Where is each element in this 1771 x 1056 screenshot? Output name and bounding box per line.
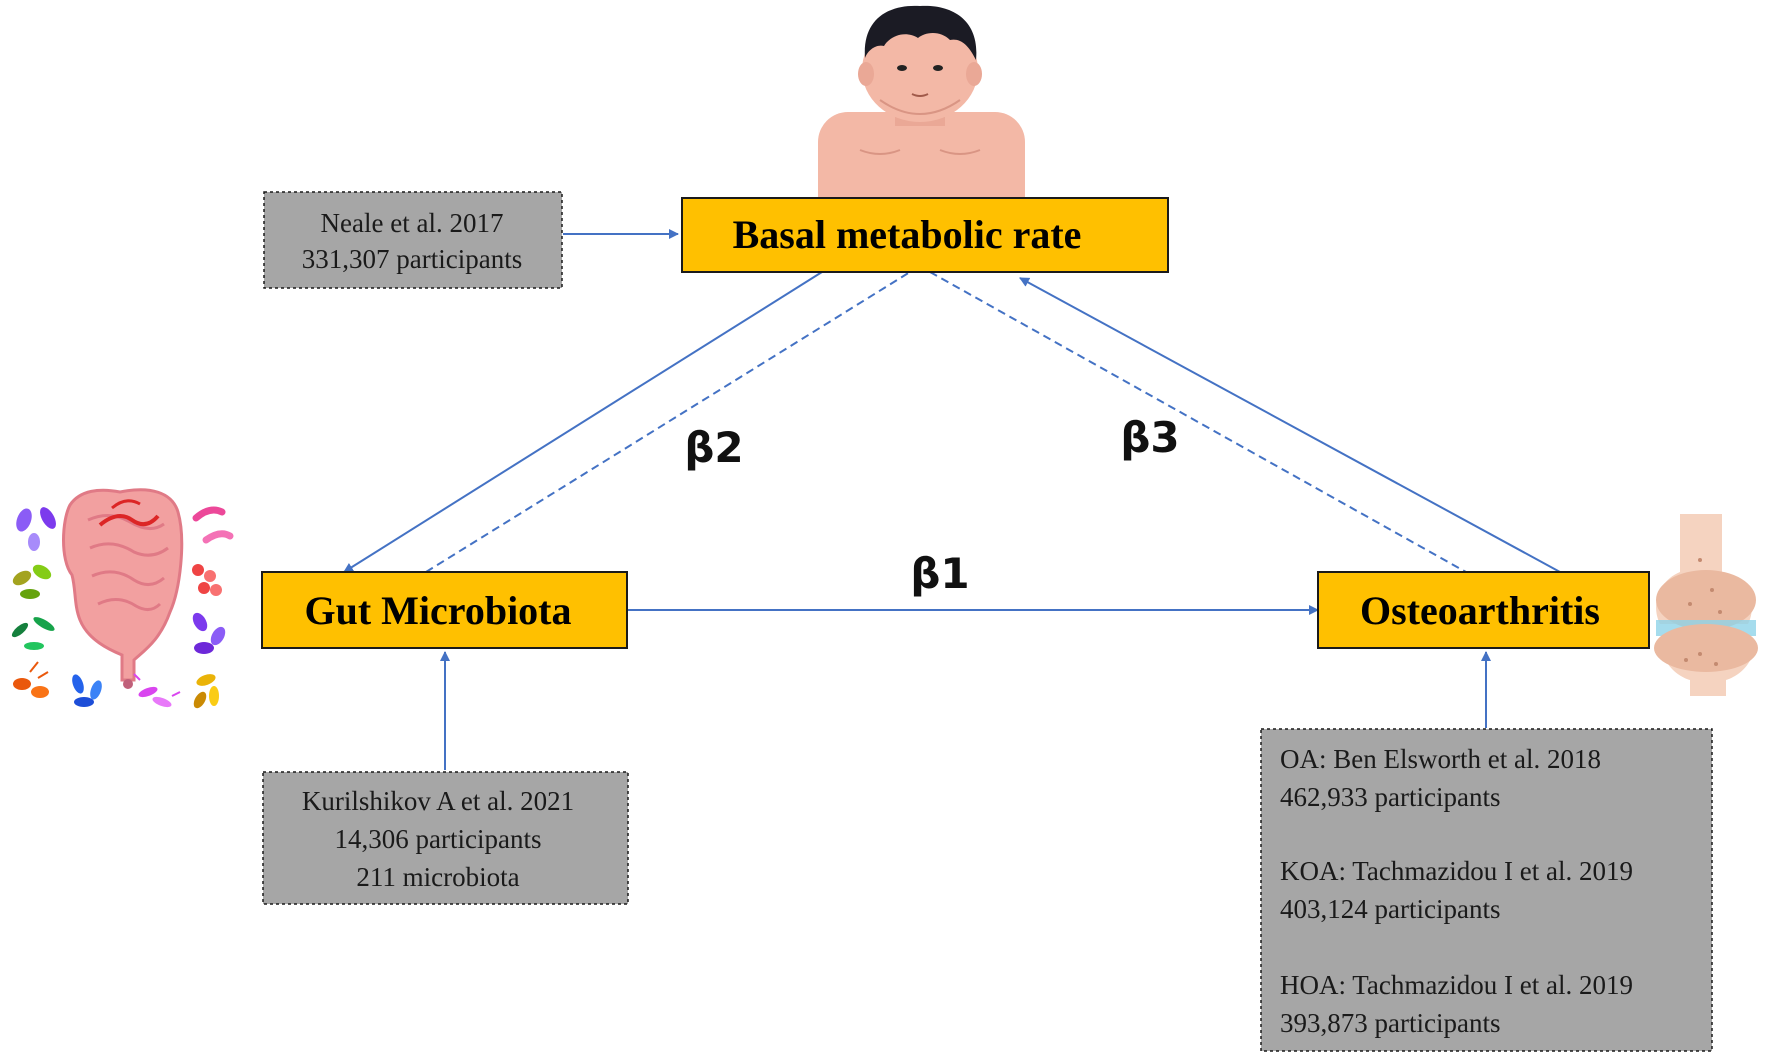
source-oa-line-5: HOA: Tachmazidou I et al. 2019 [1280,970,1633,1000]
obese-person-icon [818,5,1025,200]
source-box-bmr: Neale et al. 2017 331,307 participants [263,191,563,289]
source-box-gut: Kurilshikov A et al. 2021 14,306 partici… [262,771,629,905]
node-gut-microbiota: Gut Microbiota [261,571,628,649]
beta-2-label: β2 [684,423,743,472]
source-gut-line-1: Kurilshikov A et al. 2021 [302,786,574,816]
source-oa-line-6: 393,873 participants [1280,1008,1500,1038]
knee-joint-icon [1654,514,1758,696]
arrow-oa-to-bmr [1019,277,1561,573]
dashed-bmr-to-oa [929,271,1467,573]
source-bmr-line-2: 331,307 participants [302,244,522,274]
source-gut-line-3: 211 microbiota [356,862,519,892]
source-oa-line-3: KOA: Tachmazidou I et al. 2019 [1280,856,1633,886]
source-oa-line-2: 462,933 participants [1280,782,1500,812]
source-box-oa: OA: Ben Elsworth et al. 2018 462,933 par… [1260,728,1713,1052]
source-bmr-line-1: Neale et al. 2017 [321,208,504,238]
source-oa-line-1: OA: Ben Elsworth et al. 2018 [1280,744,1601,774]
source-oa-line-4: 403,124 participants [1280,894,1500,924]
source-gut-line-2: 14,306 participants [335,824,542,854]
beta-1-label: β1 [910,549,969,598]
node-gut-label: Gut Microbiota [304,588,571,633]
node-oa-label: Osteoarthritis [1360,588,1600,633]
node-osteoarthritis: Osteoarthritis [1317,571,1650,649]
node-basal-metabolic-rate: Basal metabolic rate [681,197,1169,273]
beta-3-label: β3 [1120,413,1179,462]
dashed-gut-to-bmr [425,271,911,573]
arrow-bmr-to-gut [343,271,823,573]
intestine-bacteria-icon [11,488,234,709]
node-bmr-label: Basal metabolic rate [733,212,1082,257]
